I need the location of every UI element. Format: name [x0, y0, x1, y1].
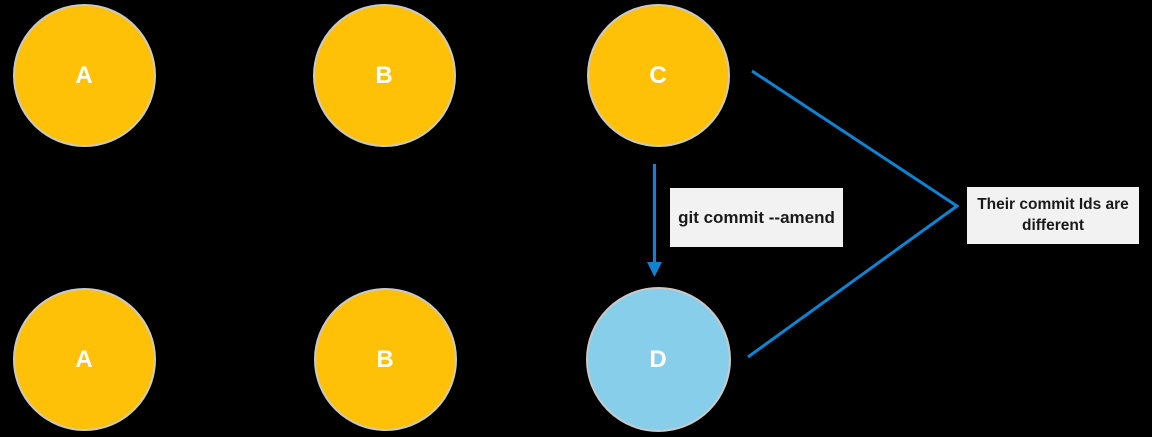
node-label-d: D [649, 345, 668, 373]
commit-node-d-after-a: A [13, 288, 156, 431]
node-label-a-after: A [75, 345, 94, 373]
amend-arrowhead-icon [647, 262, 662, 277]
commit-node-c-before-a: A [13, 4, 156, 147]
commit-node-c-before-b: B [313, 4, 456, 147]
amended-commit-node-d: D [586, 287, 731, 432]
amend-command-text: git commit --amend [678, 207, 835, 227]
amend-command-callout: git commit --amend [670, 188, 843, 247]
commit-node-d-after-b: B [314, 288, 457, 431]
node-label-a: A [75, 61, 94, 89]
commit-ids-callout: Their commit Ids are different [967, 187, 1139, 244]
node-label-b-after: B [376, 345, 395, 373]
node-label-b: B [375, 61, 394, 89]
commit-node-c: C [587, 4, 730, 147]
node-label-c: C [649, 61, 668, 89]
commit-ids-text: Their commit Ids are different [977, 196, 1129, 234]
